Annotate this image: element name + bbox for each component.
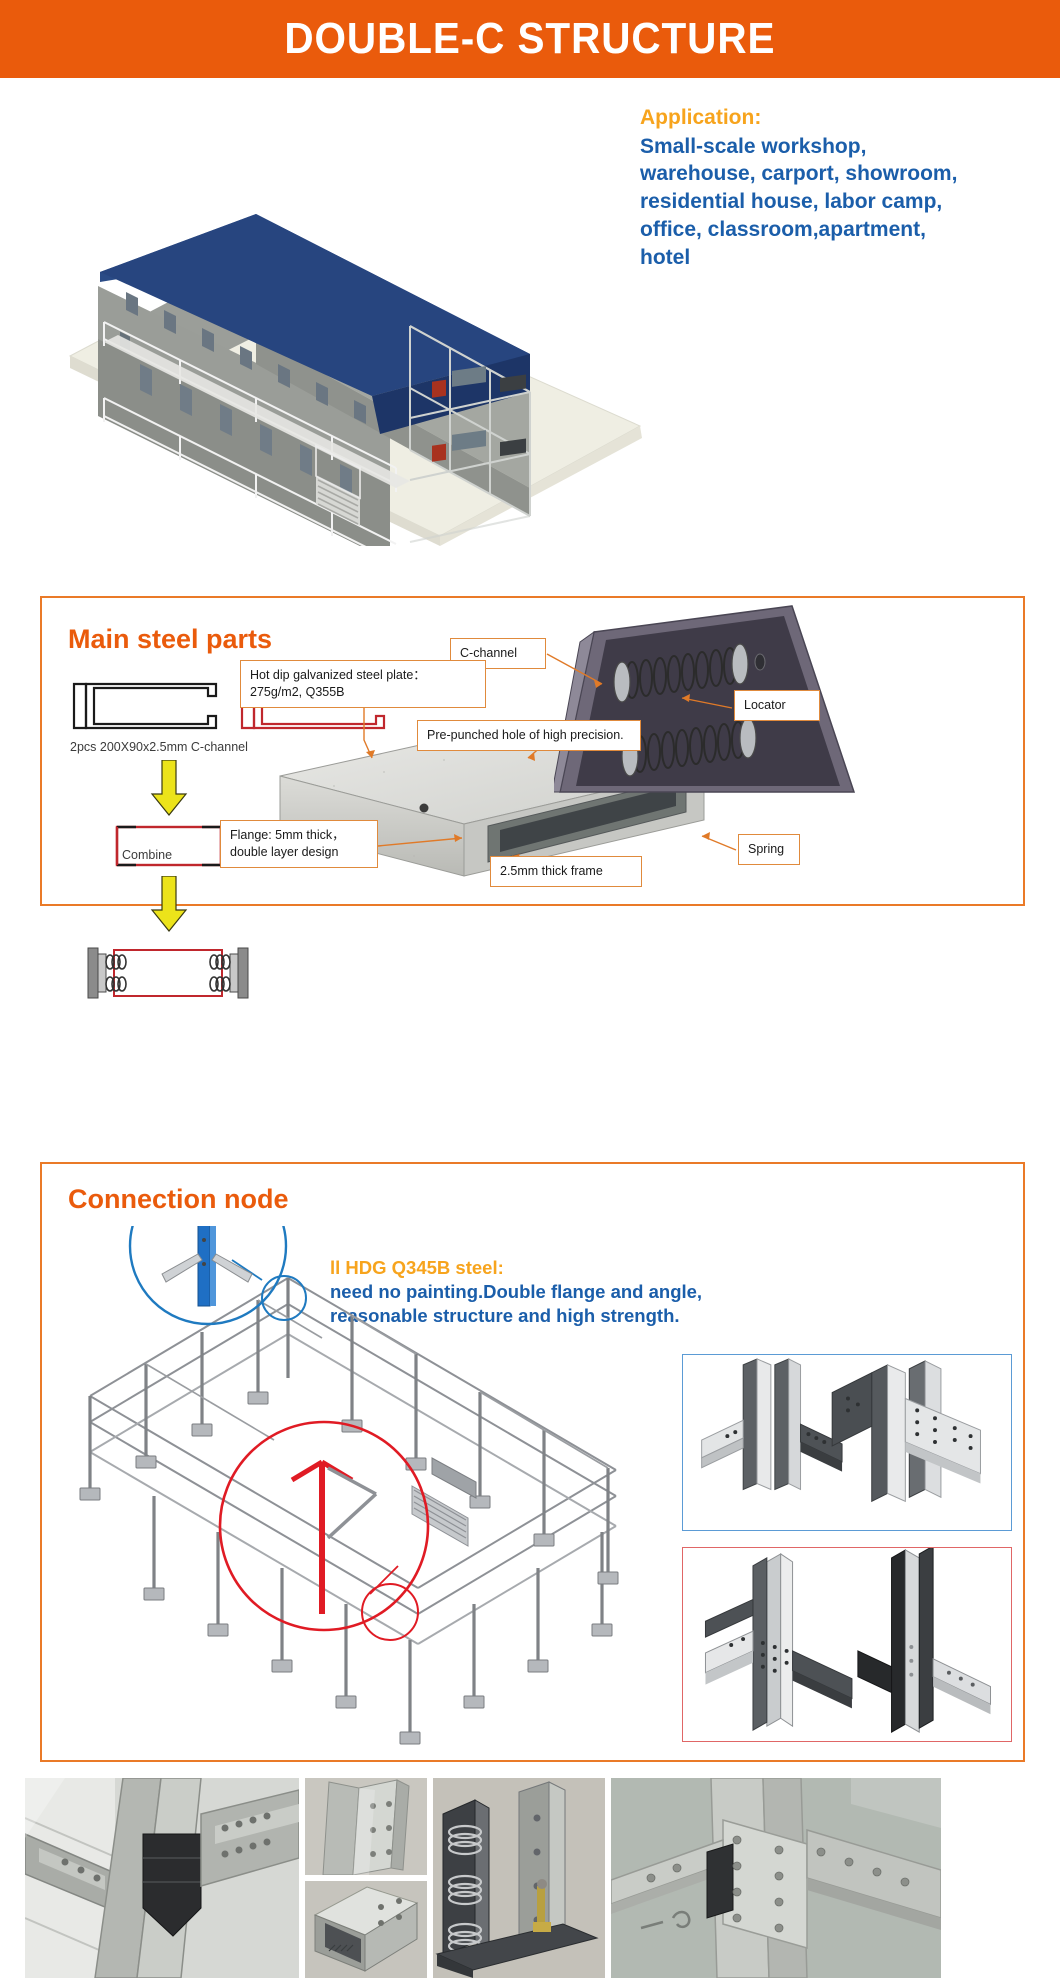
hdg-steel-line-1: need no painting.Double flange and angle…	[330, 1281, 703, 1303]
callout-spring: Spring	[738, 834, 800, 865]
application-line-4: office, classroom,apartment,	[640, 217, 926, 241]
header-banner: DOUBLE-C STRUCTURE	[0, 0, 1060, 78]
callout-pre-punched-hole: Pre-punched hole of high precision.	[417, 720, 641, 751]
down-arrow-icon-1	[150, 760, 188, 816]
application-heading: Application:	[640, 106, 762, 129]
hero-section: Application: Small-scale workshop, wareh…	[0, 78, 1060, 590]
callout-frame-thickness: 2.5mm thick frame	[490, 856, 642, 887]
main-steel-parts-panel: Main steel parts 2pcs 200X90x2.5mm C-cha…	[40, 596, 1025, 999]
locator-spring-render	[554, 596, 874, 796]
hdg-steel-heading: ll HDG Q345B steel:	[330, 1257, 504, 1278]
application-line-5: hotel	[640, 245, 691, 269]
spring-assembly-drawing	[68, 938, 268, 1008]
photo-strip	[25, 1778, 1035, 1978]
callout-flange: Flange: 5mm thick，double layer design	[220, 820, 378, 868]
photo-galvanized-column-beam-joint	[25, 1778, 299, 1978]
down-arrow-icon-2	[150, 876, 188, 932]
c-channel-profile-black	[70, 680, 220, 732]
application-line-1: Small-scale workshop,	[640, 134, 867, 158]
photo-spring-column-base	[433, 1778, 605, 1978]
photo-box-section-end	[305, 1881, 427, 1978]
callout-locator: Locator	[734, 690, 820, 721]
application-line-2: warehouse, carport, showroom,	[640, 162, 958, 186]
detail-panel-beam-column-joints	[682, 1354, 1012, 1531]
connection-node-panel: Connection node ll HDG Q345B steel: need…	[40, 1162, 1025, 1762]
c-channel-caption: 2pcs 200X90x2.5mm C-channel	[70, 740, 248, 754]
callout-steel-plate: Hot dip galvanized steel plate：275g/m2, …	[240, 660, 486, 708]
photo-bolted-beam-connection	[611, 1778, 941, 1978]
photo-double-c-column-profile	[305, 1778, 427, 1875]
connection-node-spec-block: ll HDG Q345B steel: need no painting.Dou…	[330, 1256, 790, 1328]
photo-column-pair	[305, 1778, 427, 1978]
connection-node-heading: Connection node	[68, 1184, 289, 1214]
page-title: DOUBLE-C STRUCTURE	[284, 14, 776, 63]
hdg-steel-line-2: reasonable structure and high strength.	[330, 1305, 680, 1327]
steel-frame-drawing	[56, 1226, 676, 1746]
detail-panel-cross-joints	[682, 1547, 1012, 1742]
callout-c-channel: C-channel	[450, 638, 546, 669]
building-render	[60, 96, 660, 546]
combine-caption: Combine	[122, 848, 173, 862]
application-text-block: Application: Small-scale workshop, wareh…	[640, 104, 1040, 271]
application-line-3: residential house, labor camp,	[640, 190, 943, 214]
main-steel-parts-heading: Main steel parts	[68, 624, 273, 654]
